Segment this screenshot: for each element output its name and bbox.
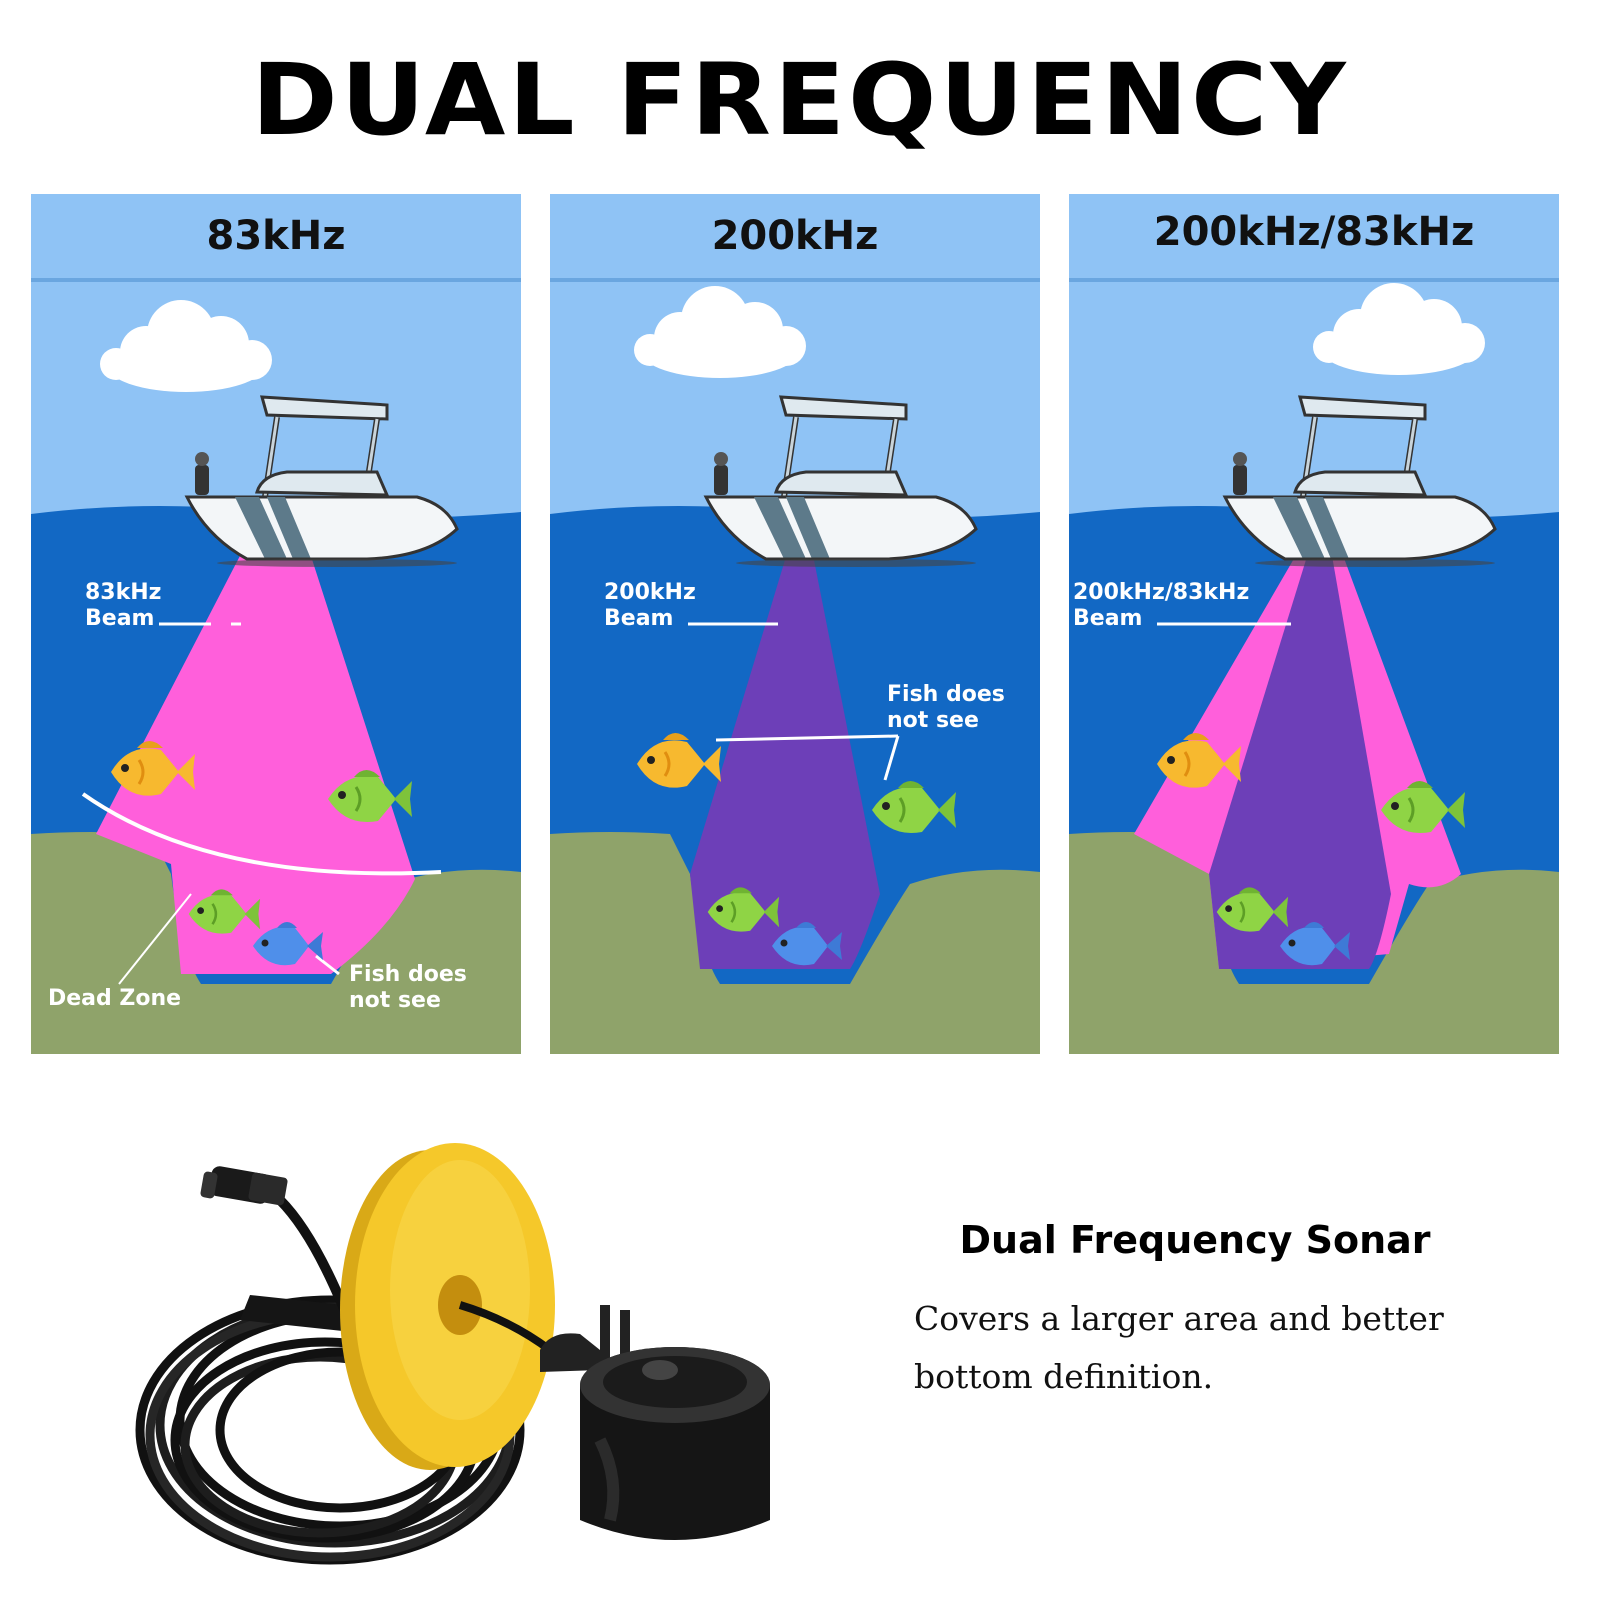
panel-83khz-header: 83kHz — [206, 213, 346, 259]
beam-label-83khz: 83kHz Beam — [85, 580, 161, 632]
beam-label-200khz: 200kHz Beam — [604, 580, 696, 632]
panel-200khz-illustration — [550, 194, 1040, 1054]
beam-label-freq: 200kHz/83kHz — [1073, 580, 1250, 605]
panel-83khz: 83kHz 83kHz Beam Dead Zone Fish does not… — [31, 194, 521, 1054]
fish-label-line-2: not see — [349, 988, 441, 1013]
panel-200khz-header: 200kHz — [711, 213, 879, 259]
panel-dual-header: 200kHz/83kHz — [1153, 209, 1475, 255]
transducer-product-image — [135, 1143, 770, 1565]
sonar-heading: Dual Frequency Sonar — [959, 1218, 1431, 1262]
beam-label-dual: 200kHz/83kHz Beam — [1073, 580, 1249, 632]
sonar-description: Covers a larger area and better bottom d… — [914, 1299, 1444, 1396]
beam-label-freq: 83kHz — [85, 580, 162, 605]
dead-zone-label: Dead Zone — [48, 986, 182, 1011]
panel-dual-illustration — [1069, 194, 1559, 1054]
panel-dual: 200kHz/83kHz 200kHz/83kHz Beam — [1069, 194, 1559, 1054]
fish-not-seen-label: Fish does not see — [887, 682, 1005, 734]
cable-connector — [200, 1166, 288, 1206]
fish-label-line-2: not see — [887, 708, 979, 733]
fish-not-seen-label: Fish does not see — [349, 962, 467, 1014]
yellow-float — [340, 1143, 555, 1470]
beam-label-freq: 200kHz — [604, 580, 696, 605]
beam-label-word: Beam — [1073, 606, 1143, 631]
page-title: DUAL FREQUENCY — [251, 42, 1349, 158]
beam-label-word: Beam — [85, 606, 155, 631]
panel-83khz-illustration — [31, 194, 521, 1054]
beam-label-word: Beam — [604, 606, 674, 631]
fish-label-line-1: Fish does — [887, 682, 1005, 707]
transducer-body — [540, 1305, 770, 1540]
fish-label-line-1: Fish does — [349, 962, 467, 987]
panel-200khz: 200kHz 200kHz Beam Fish does not see — [550, 194, 1040, 1054]
